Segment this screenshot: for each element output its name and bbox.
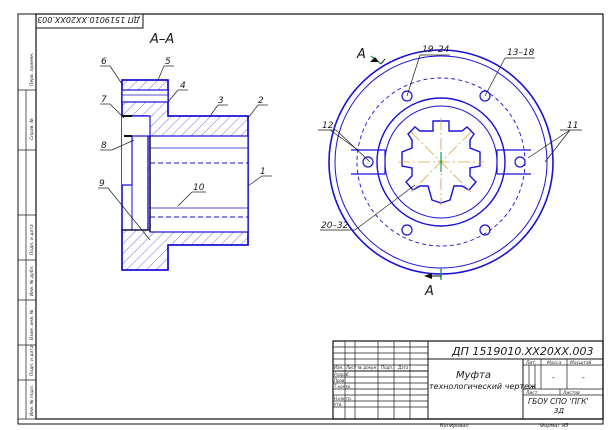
tb-col-podp: Подп. [381, 365, 393, 370]
callout-20-32: 20–32 [321, 221, 349, 231]
strip-label-4: Инв. № дубл. [29, 265, 35, 296]
tb-sheet: Лист [525, 390, 538, 396]
tb-mass: Масса [547, 360, 562, 366]
tb-format: Формат А3 [540, 423, 568, 429]
cut-letter-top: А [356, 47, 366, 62]
inner-frame [35, 13, 604, 420]
title-block: Изм. Лист № докум. Подп. Дата Разраб. Пр… [332, 340, 604, 429]
tb-role-prov: Пров. [334, 378, 346, 383]
tb-lit: Лит. [525, 360, 536, 366]
stamp-number: ДП 1519010.ХХ20ХХ.003 [37, 15, 141, 24]
tb-role-razrab: Разраб. [334, 372, 350, 377]
tb-dash-mass: - [552, 373, 555, 382]
callouts-right: 19–24 13–18 12 11 20–32 [318, 45, 582, 231]
cut-letter-bottom: А [424, 284, 434, 299]
tb-org2: 3Д [554, 407, 564, 415]
callout-7: 7 [101, 95, 107, 105]
callout-11: 11 [567, 121, 578, 131]
callout-8: 8 [101, 141, 107, 151]
tb-designation: ДП 1519010.ХХ20ХХ.003 [451, 345, 593, 358]
tb-scale: Масштаб [570, 360, 592, 366]
strip-label-2: Справ. № [29, 118, 35, 140]
callout-6: 6 [101, 57, 107, 67]
callout-9: 9 [99, 179, 105, 189]
tb-role-nkontr: Н.контр. [334, 396, 352, 401]
callouts-left: 1 2 3 4 5 6 7 8 9 10 [98, 57, 272, 241]
callout-3: 3 [218, 96, 224, 106]
strip-label-7: Инв. № подл. [29, 385, 35, 416]
tb-name-line2: технологический чертеж [429, 382, 537, 391]
callout-2: 2 [258, 96, 264, 106]
tb-dash-scale: - [582, 373, 585, 382]
section-view [121, 79, 249, 271]
tb-col-izm: Изм. [334, 365, 343, 370]
callout-4: 4 [180, 81, 186, 91]
cut-markers: А А [356, 47, 442, 299]
callout-10: 10 [193, 183, 205, 193]
tb-role-tkontr: Т.контр. [334, 384, 351, 389]
callout-13-18: 13–18 [507, 48, 535, 58]
tb-col-doc: № докум. [357, 365, 378, 370]
tb-copied: Копировал [440, 423, 469, 429]
side-strip: Перв. примен. Справ. № Подп. и дата Инв.… [18, 52, 36, 420]
strip-label-3: Подп. и дата [29, 224, 35, 255]
section-label: А–А [149, 32, 174, 47]
tb-col-data: Дата [397, 365, 409, 370]
callout-5: 5 [165, 57, 171, 67]
tb-role-utv: Утв. [334, 402, 342, 407]
callout-1: 1 [260, 167, 266, 177]
sheet-frame [17, 13, 604, 425]
strip-label-6: Подп. и дата [29, 345, 35, 376]
front-view [328, 49, 554, 275]
tb-sheets: Листов [562, 390, 580, 396]
strip-label-5: Взам. инв. № [29, 309, 35, 340]
stamp-box [35, 13, 144, 29]
tb-name-line1: Муфта [456, 370, 491, 381]
strip-label-1: Перв. примен. [29, 52, 35, 86]
callout-12: 12 [322, 121, 334, 131]
tb-org1: ГБОУ СПО 'ПГК' [528, 397, 589, 406]
tb-col-list: Лист [345, 365, 357, 370]
callout-19-24: 19–24 [422, 45, 450, 55]
